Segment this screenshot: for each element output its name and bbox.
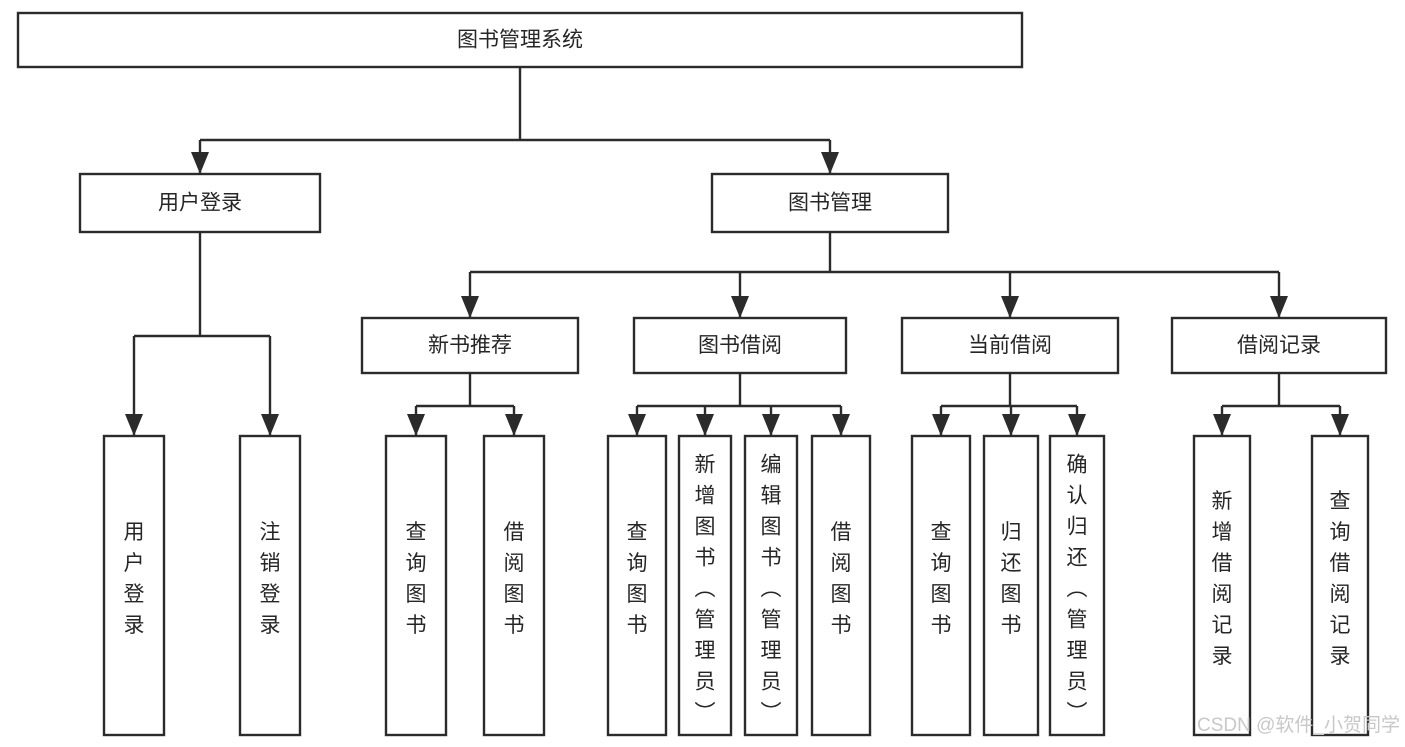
node-box-leaf-query-book-recommend[interactable]	[384, 434, 448, 737]
node-label-leaf-query-book-recommend: 查询图书	[406, 521, 427, 637]
root-branch-arrow-1	[821, 152, 839, 174]
node-leaf-query-book-borrow[interactable]: 查询图书	[606, 434, 668, 737]
node-box-leaf-logout-login[interactable]	[238, 434, 302, 737]
node-label-leaf-user-login: 用户登录	[124, 521, 145, 637]
book-borrow-branch-arrow-3	[832, 414, 850, 436]
node-label-borrow-record: 借阅记录	[1237, 334, 1321, 357]
node-box-user-login[interactable]	[78, 172, 322, 234]
node-box-new-book-recommend[interactable]	[360, 316, 580, 375]
user-login-branch-arrow-1	[261, 414, 279, 436]
node-box-book-management[interactable]	[710, 172, 950, 234]
root-branch-arrow-0	[191, 152, 209, 174]
node-box-leaf-return-book[interactable]	[982, 434, 1040, 737]
node-book-management[interactable]: 图书管理	[710, 172, 950, 234]
node-leaf-edit-book[interactable]: 编辑图书︵管理员︶	[743, 434, 799, 737]
node-box-leaf-add-borrow-record[interactable]	[1192, 434, 1252, 737]
node-leaf-return-book[interactable]: 归还图书	[982, 434, 1040, 737]
current-borrow-branch-arrow-1	[1002, 414, 1020, 436]
node-box-leaf-confirm-return[interactable]	[1048, 434, 1106, 737]
book-borrow-branch-arrow-0	[628, 414, 646, 436]
node-box-leaf-borrow-book[interactable]	[810, 434, 872, 737]
node-user-login[interactable]: 用户登录	[78, 172, 322, 234]
user-login-branch-arrow-0	[125, 414, 143, 436]
node-label-current-borrow: 当前借阅	[968, 334, 1052, 357]
node-leaf-query-book-current[interactable]: 查询图书	[910, 434, 972, 737]
node-layer: 图书管理系统用户登录图书管理新书推荐图书借阅当前借阅借阅记录用户登录注销登录查询…	[16, 11, 1388, 737]
node-box-leaf-query-borrow-record[interactable]	[1310, 434, 1370, 737]
borrow-record-branch-arrow-0	[1213, 414, 1231, 436]
current-borrow-branch-arrow-2	[1068, 414, 1086, 436]
book-management-branch-arrow-1	[731, 296, 749, 318]
node-label-book-borrow: 图书借阅	[698, 334, 782, 357]
node-box-leaf-edit-book[interactable]	[743, 434, 799, 737]
book-borrow-branch-arrow-2	[762, 414, 780, 436]
node-root[interactable]: 图书管理系统	[16, 11, 1024, 69]
node-box-current-borrow[interactable]	[900, 316, 1120, 375]
node-label-leaf-add-borrow-record: 新增借阅记录	[1212, 490, 1233, 668]
node-label-leaf-logout-login: 注销登录	[260, 521, 281, 637]
node-label-leaf-borrow-book-recommend: 借阅图书	[504, 521, 525, 637]
new-book-recommend-branch-arrow-0	[407, 414, 425, 436]
node-leaf-query-borrow-record[interactable]: 查询借阅记录	[1310, 434, 1370, 737]
node-box-leaf-query-book-borrow[interactable]	[606, 434, 668, 737]
node-label-leaf-return-book: 归还图书	[1001, 521, 1022, 637]
node-leaf-query-book-recommend[interactable]: 查询图书	[384, 434, 448, 737]
book-management-branch-arrow-3	[1270, 296, 1288, 318]
node-label-leaf-query-book-current: 查询图书	[931, 521, 952, 637]
node-box-leaf-borrow-book-recommend[interactable]	[482, 434, 546, 737]
node-label-leaf-edit-book: 编辑图书︵管理员︶	[761, 454, 782, 725]
node-label-book-management: 图书管理	[788, 192, 872, 215]
node-box-root[interactable]	[16, 11, 1024, 69]
node-book-borrow[interactable]: 图书借阅	[632, 316, 848, 375]
node-label-leaf-query-borrow-record: 查询借阅记录	[1330, 490, 1351, 668]
node-label-user-login: 用户登录	[158, 192, 242, 215]
node-label-new-book-recommend: 新书推荐	[428, 334, 512, 357]
node-box-leaf-add-book[interactable]	[677, 434, 733, 737]
new-book-recommend-branch-arrow-1	[505, 414, 523, 436]
csdn-watermark: CSDN @软件_小贺同学	[1197, 714, 1400, 736]
node-leaf-logout-login[interactable]: 注销登录	[238, 434, 302, 737]
node-leaf-user-login[interactable]: 用户登录	[102, 434, 166, 737]
book-borrow-branch-arrow-1	[696, 414, 714, 436]
book-management-branch-arrow-2	[1001, 296, 1019, 318]
node-box-borrow-record[interactable]	[1170, 316, 1388, 375]
node-new-book-recommend[interactable]: 新书推荐	[360, 316, 580, 375]
node-label-root: 图书管理系统	[457, 29, 583, 52]
node-leaf-borrow-book[interactable]: 借阅图书	[810, 434, 872, 737]
watermark-layer: CSDN @软件_小贺同学	[1197, 714, 1400, 736]
current-borrow-branch-arrow-0	[932, 414, 950, 436]
node-leaf-add-borrow-record[interactable]: 新增借阅记录	[1192, 434, 1252, 737]
borrow-record-branch-arrow-1	[1331, 414, 1349, 436]
node-label-leaf-add-book: 新增图书︵管理员︶	[695, 454, 716, 725]
node-label-leaf-confirm-return: 确认归还︵管理员︶	[1067, 454, 1088, 725]
connector-layer	[125, 67, 1349, 436]
node-leaf-add-book[interactable]: 新增图书︵管理员︶	[677, 434, 733, 737]
node-box-leaf-user-login[interactable]	[102, 434, 166, 737]
node-leaf-borrow-book-recommend[interactable]: 借阅图书	[482, 434, 546, 737]
node-label-leaf-borrow-book: 借阅图书	[831, 521, 852, 637]
node-box-book-borrow[interactable]	[632, 316, 848, 375]
node-current-borrow[interactable]: 当前借阅	[900, 316, 1120, 375]
book-management-branch-arrow-0	[461, 296, 479, 318]
node-leaf-confirm-return[interactable]: 确认归还︵管理员︶	[1048, 434, 1106, 737]
node-label-leaf-query-book-borrow: 查询图书	[627, 521, 648, 637]
node-borrow-record[interactable]: 借阅记录	[1170, 316, 1388, 375]
node-box-leaf-query-book-current[interactable]	[910, 434, 972, 737]
